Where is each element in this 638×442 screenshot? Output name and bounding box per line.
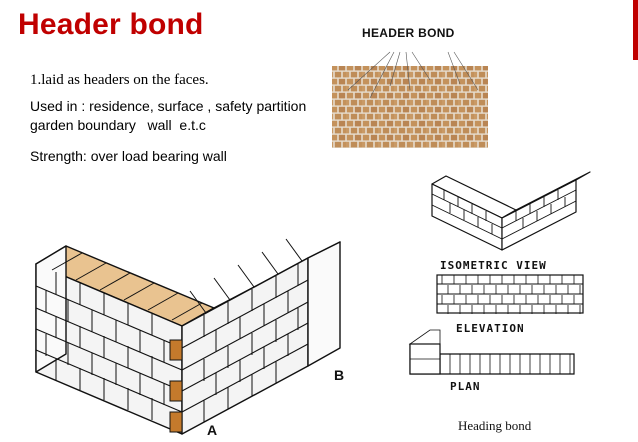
- header-bond-brick-wall-photo: [332, 51, 488, 148]
- bullet-used-in: Used in : residence, surface , safety pa…: [30, 97, 322, 135]
- header-bond-corner-illustration: A B: [35, 238, 344, 438]
- elevation-drawing: [436, 274, 584, 314]
- bullet-laid-as-headers: 1.laid as headers on the faces.: [30, 72, 209, 88]
- elevation-label: ELEVATION: [456, 322, 525, 335]
- bullet-strength: Strength: over load bearing wall: [30, 148, 227, 164]
- corner-label-a: A: [207, 422, 217, 438]
- plan-label: PLAN: [450, 380, 481, 393]
- bullet-used-in-line2: garden boundary wall e.t.c: [30, 117, 206, 133]
- heading-bond-caption: Heading bond: [458, 418, 532, 433]
- slide-title: Header bond: [18, 8, 204, 41]
- isometric-view-label: ISOMETRIC VIEW: [440, 259, 547, 272]
- accent-bar: [633, 0, 638, 60]
- plan-drawing: [408, 329, 575, 375]
- corner-label-b: B: [334, 367, 344, 383]
- isometric-view-drawing: [431, 171, 591, 251]
- header-bond-photo-title: HEADER BOND: [362, 26, 455, 40]
- bullet-used-in-line1: Used in : residence, surface , safety pa…: [30, 98, 307, 114]
